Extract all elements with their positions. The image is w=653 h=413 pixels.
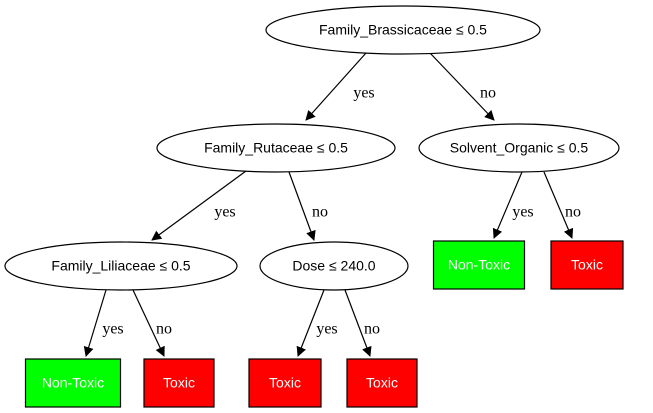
leaf-node-shape <box>346 358 418 408</box>
edge-n2-n5: yes <box>492 171 534 239</box>
leaf-node-toxic: Toxic <box>550 240 624 290</box>
decision-node: Family_Brassicaceae ≤ 0.5 <box>265 5 541 55</box>
edge-n1-n3: yes <box>151 170 247 241</box>
edge-label-no: no <box>156 321 172 338</box>
decision-node: Family_Rutaceae ≤ 0.5 <box>156 123 396 173</box>
edge-n3-n7: yes <box>83 289 124 357</box>
decision-node-shape <box>265 5 541 55</box>
leaf-node-non-toxic: Non-Toxic <box>24 358 122 408</box>
edge-label-yes: yes <box>214 204 235 221</box>
edge-arrow <box>429 52 495 121</box>
edge-arrow <box>305 52 367 121</box>
node-label: Toxic <box>366 375 398 391</box>
edge-label-no: no <box>480 85 496 102</box>
decision-node: Dose ≤ 240.0 <box>259 241 409 291</box>
edge-label-yes: yes <box>316 321 337 338</box>
edge-label-yes: yes <box>353 85 374 102</box>
node-label: Toxic <box>163 375 195 391</box>
edge-n4-n9: yes <box>296 289 338 357</box>
decision-node: Family_Liliaceae ≤ 0.5 <box>4 241 238 291</box>
node-label: Dose ≤ 240.0 <box>292 258 375 274</box>
leaf-node-toxic: Toxic <box>346 358 418 408</box>
node-label: Solvent_Organic ≤ 0.5 <box>450 140 589 156</box>
edge-n3-n8: no <box>132 289 172 357</box>
node-label: Family_Brassicaceae ≤ 0.5 <box>319 22 487 38</box>
edge-n0-n2: no <box>429 52 496 121</box>
leaf-node-shape <box>24 358 122 408</box>
edge-arrow <box>288 171 316 241</box>
node-label: Family_Rutaceae ≤ 0.5 <box>204 140 348 156</box>
leaf-node-non-toxic: Non-Toxic <box>432 240 526 290</box>
edge-arrow <box>132 289 165 357</box>
edge-arrow <box>492 171 523 239</box>
edge-arrow <box>543 171 574 239</box>
edge-arrow <box>83 289 107 357</box>
edge-label-no: no <box>312 204 328 221</box>
edges-layer: yes no yes no yes no yes no yes no <box>83 52 581 357</box>
leaf-node-shape <box>248 358 322 408</box>
edge-arrow <box>344 289 372 357</box>
edge-n0-n1: yes <box>305 52 375 121</box>
leaf-node-shape <box>550 240 624 290</box>
decision-node: Solvent_Organic ≤ 0.5 <box>418 123 620 173</box>
edge-label-no: no <box>364 321 380 338</box>
decision-node-shape <box>156 123 396 173</box>
edge-label-yes: yes <box>102 321 123 338</box>
node-label: Toxic <box>269 375 301 391</box>
edge-label-no: no <box>565 204 581 221</box>
leaf-node-toxic: Toxic <box>248 358 322 408</box>
node-label: Toxic <box>571 257 603 273</box>
edge-arrow <box>296 289 325 357</box>
edge-n4-n10: no <box>344 289 380 357</box>
node-label: Non-Toxic <box>448 257 510 273</box>
nodes-layer: Family_Brassicaceae ≤ 0.5Family_Rutaceae… <box>4 5 624 408</box>
edge-n1-n4: no <box>288 171 328 241</box>
leaf-node-shape <box>432 240 526 290</box>
decision-node-shape <box>259 241 409 291</box>
node-label: Family_Liliaceae ≤ 0.5 <box>51 258 190 274</box>
edge-arrow <box>151 170 247 241</box>
node-label: Non-Toxic <box>42 375 104 391</box>
decision-node-shape <box>418 123 620 173</box>
edge-label-yes: yes <box>512 204 533 221</box>
leaf-node-shape <box>143 358 215 408</box>
edge-n2-n6: no <box>543 171 581 239</box>
leaf-node-toxic: Toxic <box>143 358 215 408</box>
decision-node-shape <box>4 241 238 291</box>
